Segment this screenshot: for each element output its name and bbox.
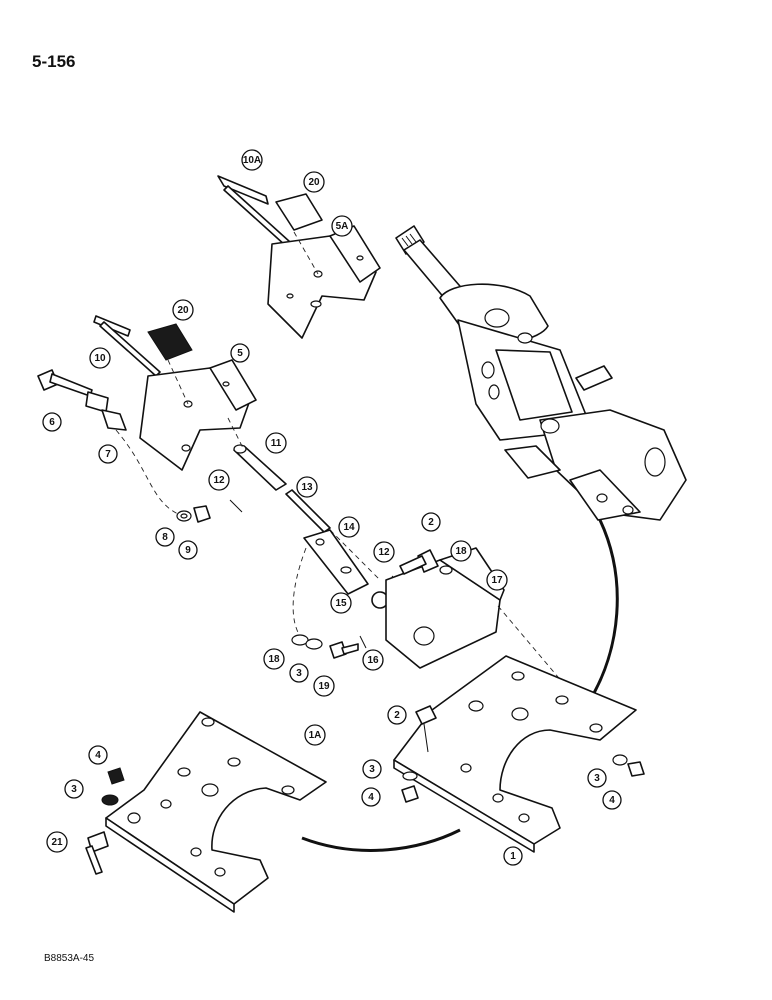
svg-text:4: 4 [368, 792, 374, 803]
svg-text:4: 4 [95, 750, 101, 761]
mounting-plate-1 [393, 655, 645, 853]
mounting-plate-1a [85, 711, 327, 913]
svg-text:9: 9 [185, 545, 191, 556]
callout-17: 17 [486, 569, 508, 591]
svg-text:10: 10 [94, 353, 106, 364]
svg-text:5: 5 [237, 348, 243, 359]
callout-13: 13 [296, 476, 318, 498]
svg-text:18: 18 [268, 654, 280, 665]
svg-text:8: 8 [162, 532, 168, 543]
svg-text:12: 12 [213, 475, 225, 486]
svg-text:10A: 10A [243, 155, 261, 166]
callout-14: 14 [338, 516, 360, 538]
svg-text:3: 3 [296, 668, 302, 679]
svg-text:11: 11 [271, 438, 282, 449]
svg-text:19: 19 [318, 681, 330, 692]
callout-18: 18 [450, 540, 472, 562]
bolt-6-nut-7 [37, 369, 179, 515]
svg-text:12: 12 [378, 547, 390, 558]
svg-text:16: 16 [367, 655, 379, 666]
callout-12: 12 [208, 469, 230, 491]
svg-text:3: 3 [369, 764, 375, 775]
figure-code: B8853A-45 [44, 953, 95, 964]
svg-text:3: 3 [71, 784, 77, 795]
callout-6: 6 [42, 412, 62, 432]
callout-3: 3 [289, 663, 309, 683]
svg-text:2: 2 [394, 710, 400, 721]
callout-10a: 10A [241, 149, 263, 171]
callout-21: 21 [46, 831, 68, 853]
callout-18: 18 [263, 648, 285, 670]
svg-text:17: 17 [491, 575, 503, 586]
callout-16: 16 [362, 649, 384, 671]
callout-2: 2 [421, 512, 441, 532]
callout-5a: 5A [331, 215, 353, 237]
callout-4: 4 [602, 790, 622, 810]
svg-text:20: 20 [177, 305, 189, 316]
steering-column-assembly [395, 225, 687, 521]
callout-3: 3 [362, 759, 382, 779]
svg-text:4: 4 [609, 795, 615, 806]
svg-text:21: 21 [51, 837, 63, 848]
callout-20: 20 [303, 171, 325, 193]
callout-10: 10 [89, 347, 111, 369]
callout-4: 4 [88, 745, 108, 765]
callout-15: 15 [330, 592, 352, 614]
lever-14-group [291, 529, 403, 659]
bracket-5a-group [217, 175, 381, 339]
callout-4: 4 [361, 787, 381, 807]
callout-9: 9 [178, 540, 198, 560]
callout-11: 11 [265, 432, 287, 454]
svg-text:6: 6 [49, 417, 55, 428]
svg-text:18: 18 [455, 546, 467, 557]
callout-7: 7 [98, 444, 118, 464]
callout-2: 2 [387, 705, 407, 725]
callout-12: 12 [373, 541, 395, 563]
svg-text:20: 20 [308, 177, 320, 188]
svg-text:5A: 5A [336, 221, 349, 232]
callout-1: 1 [503, 846, 523, 866]
callout-5: 5 [230, 343, 250, 363]
callout-3: 3 [587, 768, 607, 788]
callout-1a: 1A [304, 724, 326, 746]
svg-text:13: 13 [301, 482, 313, 493]
bracket-5-group [93, 315, 257, 471]
svg-text:2: 2 [428, 517, 434, 528]
svg-text:1: 1 [510, 851, 516, 862]
callout-8: 8 [155, 527, 175, 547]
svg-text:14: 14 [343, 522, 355, 533]
page-number: 5-156 [32, 52, 76, 71]
svg-text:7: 7 [105, 449, 111, 460]
callout-3: 3 [64, 779, 84, 799]
svg-text:1A: 1A [309, 730, 322, 741]
washer-8-nut-9 [176, 505, 211, 523]
shaft-11-pins-12-13 [211, 417, 381, 581]
svg-text:3: 3 [594, 773, 600, 784]
callout-19: 19 [313, 675, 335, 697]
svg-text:15: 15 [335, 598, 347, 609]
callout-20: 20 [172, 299, 194, 321]
bracket-17-group [385, 547, 597, 723]
